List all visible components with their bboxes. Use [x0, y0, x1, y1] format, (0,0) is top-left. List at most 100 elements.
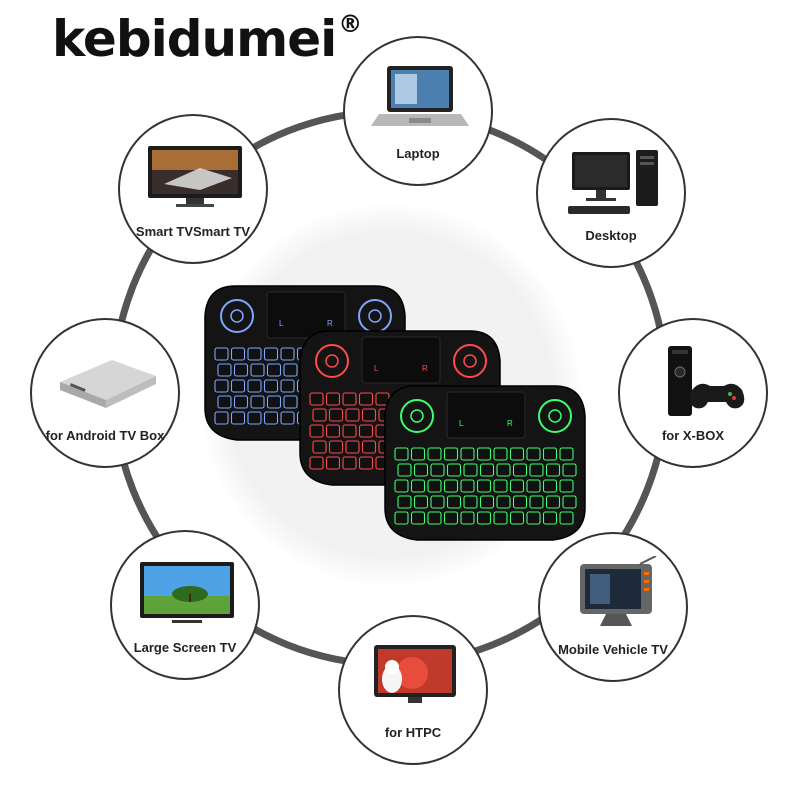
keyboard-key	[562, 463, 577, 477]
keyboard-key	[280, 347, 295, 361]
touchpad-right-key: R	[327, 319, 333, 328]
htpc-screen-icon	[374, 645, 456, 703]
keyboard-key	[230, 411, 246, 425]
keyboard-key	[493, 479, 508, 493]
keyboard-key	[247, 379, 262, 393]
keyboard-key	[309, 424, 324, 438]
keyboard-key	[460, 447, 475, 461]
keyboard-key	[263, 347, 279, 361]
keyboard-key	[526, 511, 541, 525]
keyboard-key	[443, 447, 459, 461]
keyboard-key	[413, 463, 429, 477]
keyboard-key	[358, 424, 374, 438]
keyboard-key	[479, 463, 495, 477]
device-smart-tv: Smart TVSmart TV	[118, 114, 268, 264]
keyboard-key	[526, 447, 541, 461]
keyboard-key	[493, 447, 508, 461]
keyboard-key	[476, 511, 492, 525]
device-label: Large Screen TV	[133, 640, 237, 655]
keyboard-key	[312, 440, 327, 454]
device-label: for X-BOX	[661, 428, 725, 443]
keyboard-key	[427, 447, 442, 461]
desktop-icon	[568, 150, 658, 214]
keyboard-key	[312, 408, 327, 422]
keyboard-key	[413, 495, 429, 509]
keyboard-key	[309, 456, 324, 470]
keyboard-key	[358, 392, 374, 406]
keyboard-key	[325, 392, 341, 406]
keyboard-key	[545, 495, 561, 509]
keyboard-key	[559, 447, 574, 461]
keyboard-key	[430, 463, 445, 477]
device-mobile-vehicle-tv: Mobile Vehicle TV	[538, 532, 688, 682]
keyboard-key	[250, 395, 265, 409]
keyboard-key	[358, 456, 374, 470]
keyboard-key	[230, 347, 246, 361]
keyboard-key	[394, 511, 409, 525]
keyboard-key	[496, 495, 511, 509]
keyboard-key	[559, 511, 574, 525]
keyboard-key	[427, 511, 442, 525]
device-htpc: for HTPC	[338, 615, 488, 765]
device-label: for HTPC	[384, 725, 442, 740]
touchpad-left-key: L	[459, 419, 464, 428]
keyboard-key	[496, 463, 511, 477]
keyboard-key	[342, 424, 357, 438]
keyboard-key	[446, 463, 462, 477]
keyboard-key	[230, 379, 246, 393]
keyboard-key	[214, 347, 229, 361]
laptop-icon	[371, 66, 469, 126]
smart-tv-icon	[148, 146, 242, 207]
device-label: Mobile Vehicle TV	[558, 642, 668, 657]
keyboard-key	[283, 363, 298, 377]
keyboard-key	[214, 379, 229, 393]
device-large-screen-tv: Large Screen TV	[110, 530, 260, 680]
keyboard-key	[476, 447, 492, 461]
keyboard-key	[410, 511, 426, 525]
keyboard-key	[476, 479, 492, 493]
keyboard-key	[394, 479, 409, 493]
brand-name: kebidumei	[52, 10, 337, 68]
keyboard-key	[545, 463, 561, 477]
keyboard-key	[328, 408, 344, 422]
keyboard-key	[309, 392, 324, 406]
keyboard-key	[463, 463, 478, 477]
keyboard-key	[345, 440, 360, 454]
keyboard-key	[283, 395, 298, 409]
device-android-tv-box: for Android TV Box	[30, 318, 180, 468]
keyboard-key	[266, 395, 282, 409]
keyboard-key	[342, 456, 357, 470]
keyboard-key	[509, 511, 525, 525]
device-laptop: Laptop	[343, 36, 493, 186]
keyboard-key	[247, 411, 262, 425]
keyboard-key	[410, 447, 426, 461]
keyboard-key	[463, 495, 478, 509]
keyboard-key	[479, 495, 495, 509]
tv-box-icon	[60, 360, 156, 408]
vehicle-tv-icon	[580, 556, 657, 626]
keyboard-key	[217, 363, 232, 377]
device-label: for Android TV Box	[45, 428, 165, 443]
keyboard-key	[233, 363, 249, 377]
keyboard-key	[247, 347, 262, 361]
keyboard-key	[250, 363, 265, 377]
keyboard-key	[509, 447, 525, 461]
keyboard-key	[460, 511, 475, 525]
keyboard-key	[325, 424, 341, 438]
keyboard-key	[397, 495, 412, 509]
touchpad-left-key: L	[374, 364, 379, 373]
keyboard-key	[410, 479, 426, 493]
keyboard-key	[394, 447, 409, 461]
device-label: Desktop	[585, 228, 637, 243]
keyboard-key	[427, 479, 442, 493]
device-desktop: Desktop	[536, 118, 686, 268]
keyboard-key	[529, 495, 544, 509]
keyboard-key	[345, 408, 360, 422]
keyboard-key	[443, 511, 459, 525]
keyboard-key	[529, 463, 544, 477]
device-label: Laptop	[396, 146, 440, 161]
keyboard-key	[526, 479, 541, 493]
